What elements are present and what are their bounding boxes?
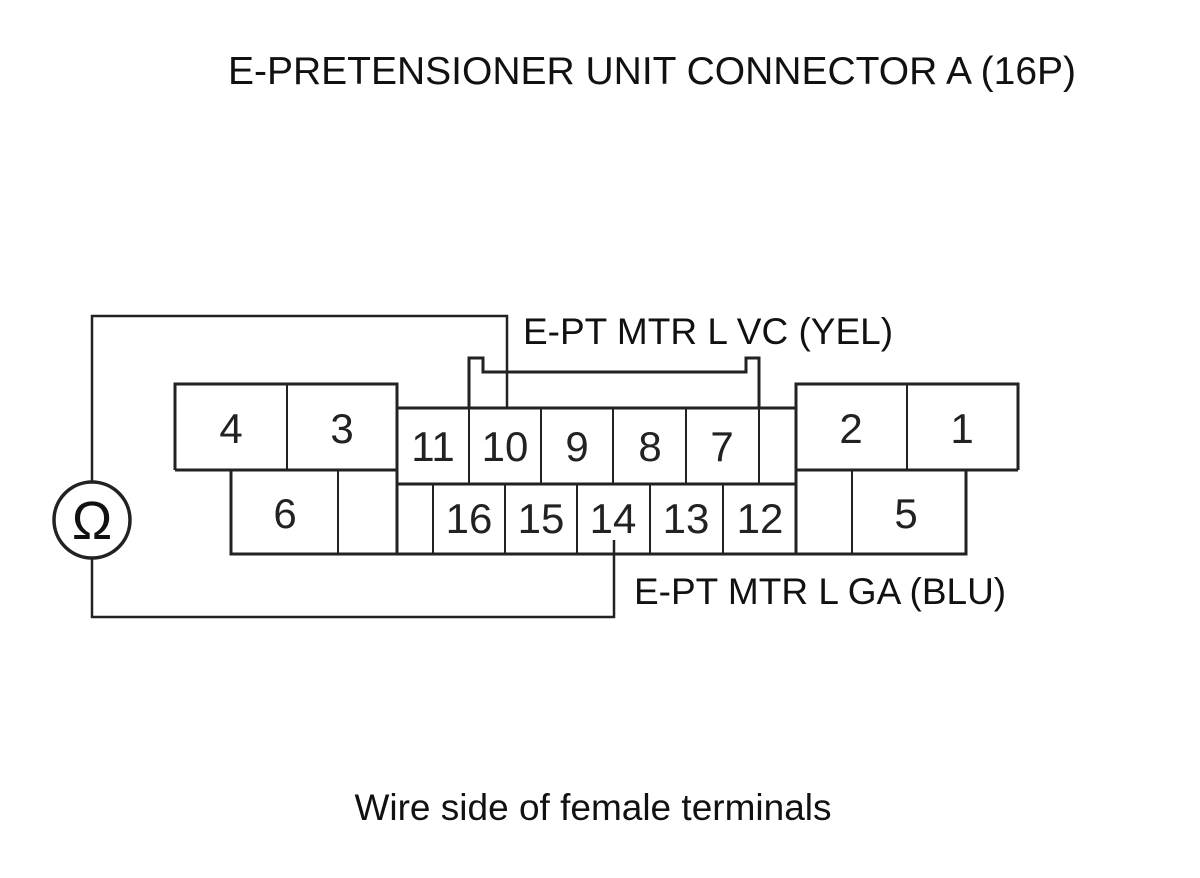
lower-probe-label: E-PT MTR L GA (BLU) [634,571,1006,612]
ohm-symbol: Ω [72,491,112,551]
terminal-13: 13 [663,495,710,542]
diagram-title: E-PRETENSIONER UNIT CONNECTOR A (16P) [228,50,1076,93]
lower-terminal-row: 6 16 15 14 13 12 5 [273,490,917,542]
upper-terminal-row: 4 3 11 10 9 8 7 2 1 [219,405,973,470]
terminal-12: 12 [737,495,784,542]
terminal-10: 10 [482,423,529,470]
terminal-14: 14 [590,495,637,542]
terminal-7: 7 [710,423,733,470]
terminal-11: 11 [411,423,455,470]
terminal-15: 15 [518,495,565,542]
terminal-5: 5 [894,490,917,537]
ohmmeter-icon: Ω [52,480,132,560]
terminal-3: 3 [330,405,353,452]
diagram-caption: Wire side of female terminals [354,787,831,828]
terminal-6: 6 [273,490,296,537]
upper-test-lead [90,314,509,482]
terminal-4: 4 [219,405,242,452]
terminal-dividers [286,384,908,554]
terminal-1: 1 [950,405,973,452]
lower-row-outline [229,470,968,556]
terminal-8: 8 [638,423,661,470]
test-lead-wires [90,314,616,619]
terminal-9: 9 [565,423,588,470]
terminal-2: 2 [839,405,862,452]
terminal-16: 16 [446,495,493,542]
connector-lock-tab [467,356,761,408]
lower-test-lead [90,540,616,619]
upper-probe-label: E-PT MTR L VC (YEL) [523,311,893,352]
